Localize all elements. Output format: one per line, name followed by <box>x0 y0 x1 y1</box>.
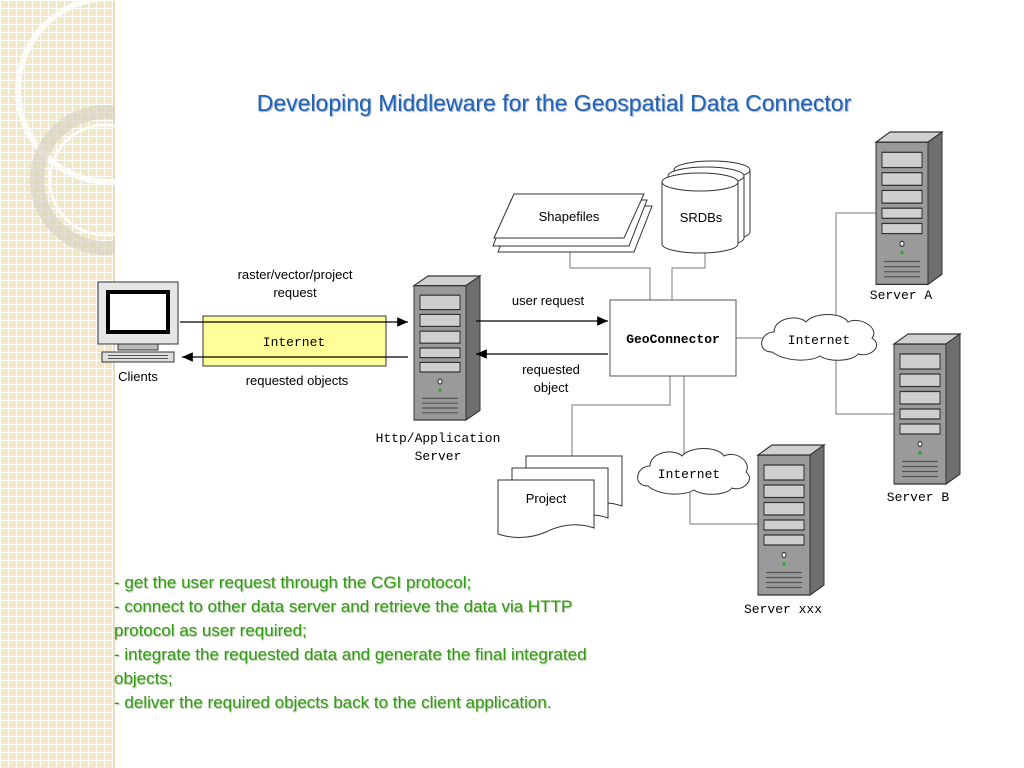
requested-objects-label: requested objects <box>246 373 349 388</box>
geoconnector-box <box>609 299 737 377</box>
srdbs-label: SRDBs <box>680 210 723 225</box>
project-document-icon <box>497 455 623 538</box>
server-b-label: Server B <box>887 490 950 505</box>
server-xxx-icon <box>757 444 825 596</box>
bullet-item: - connect to other data server and retri… <box>114 597 572 640</box>
geoconnector-label: GeoConnector <box>626 332 720 347</box>
internet-cloud-bottom-label: Internet <box>658 467 720 482</box>
internet-channel-box <box>202 315 387 367</box>
server-a-label: Server A <box>870 288 933 303</box>
shapefiles-label: Shapefiles <box>539 209 600 224</box>
internet-cloud-bottom <box>637 448 750 495</box>
requested-object-line2: object <box>534 380 569 395</box>
project-label: Project <box>526 491 567 506</box>
bullet-item: - integrate the requested data and gener… <box>114 645 587 688</box>
srdbs-database-icon <box>661 160 751 254</box>
internet-cloud-right-label: Internet <box>788 333 850 348</box>
server-b-icon <box>893 333 961 485</box>
requested-object-line1: requested <box>522 362 580 377</box>
client-computer-icon <box>97 281 179 363</box>
request-label-line1: raster/vector/project <box>238 267 353 282</box>
slide-title: Developing Middleware for the Geospatial… <box>256 90 852 116</box>
request-label-line2: request <box>273 285 317 300</box>
connector-lines <box>180 212 894 525</box>
side-panel-edge <box>113 0 115 768</box>
clients-label: Clients <box>118 369 158 384</box>
http-server-label-line1: Http/Application <box>376 431 501 446</box>
user-request-label: user request <box>512 293 585 308</box>
http-server-label-line2: Server <box>415 449 462 464</box>
internet-channel-label: Internet <box>263 335 325 350</box>
internet-cloud-right <box>761 314 878 361</box>
http-server-icon <box>413 275 481 421</box>
server-xxx-label: Server xxx <box>744 602 822 617</box>
description-bullets: - get the user request through the CGI p… <box>114 571 614 715</box>
decorative-swirls <box>15 0 115 255</box>
bullet-item: - deliver the required objects back to t… <box>114 693 552 712</box>
shapefiles-icon <box>492 193 653 253</box>
server-a-icon <box>875 131 943 286</box>
bullet-item: - get the user request through the CGI p… <box>114 573 472 592</box>
